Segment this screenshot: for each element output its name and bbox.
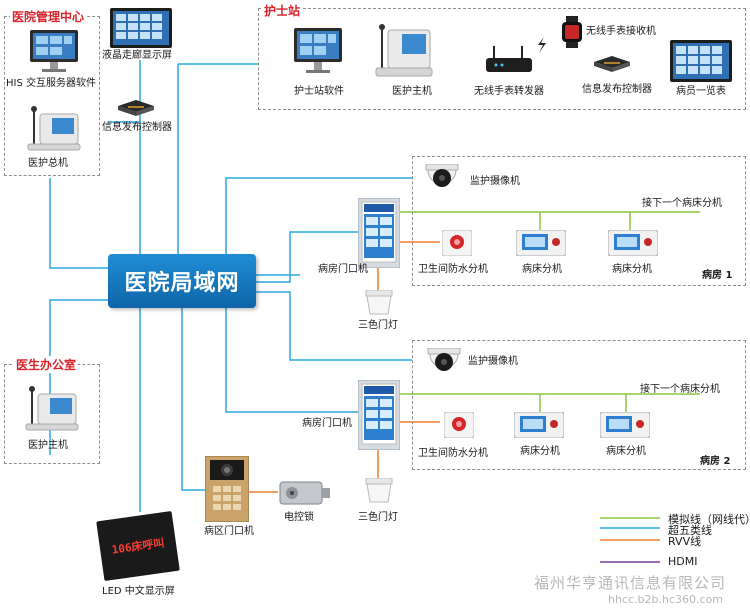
info-controller-right-label: 信息发布控制器 (582, 84, 652, 95)
led-display: 106床呼叫 (96, 511, 180, 581)
tricolor-lamp-1-label: 三色门灯 (358, 320, 398, 331)
bath-unit-2-label: 卫生间防水分机 (418, 448, 488, 459)
camera-2-label: 监护摄像机 (468, 356, 518, 367)
info-controller-left-icon (114, 98, 158, 122)
ward-1-label: 病房 1 (702, 270, 733, 281)
door-unit-2-label: 病房门口机 (302, 418, 352, 429)
bed-unit-2b-label: 病床分机 (606, 446, 646, 457)
electric-lock-label: 电控锁 (284, 512, 314, 523)
ward-1-zone (412, 156, 746, 286)
legend-hdmi-label: HDMI (668, 555, 698, 568)
bath-unit-2-icon (443, 411, 475, 442)
bath-unit-1-label: 卫生间防水分机 (418, 264, 488, 275)
door-unit-1-label: 病房门口机 (318, 264, 368, 275)
nurse-master-mgmt-label: 医护总机 (28, 158, 68, 169)
tricolor-lamp-2-label: 三色门灯 (358, 512, 398, 523)
nurse-host-icon (372, 22, 434, 84)
nurse-host-label: 医护主机 (392, 86, 432, 97)
management-zone-title: 医院管理中心 (10, 8, 87, 25)
ward-2-label: 病房 2 (700, 456, 731, 467)
camera-2-icon (426, 347, 462, 382)
nurse-station-zone (258, 8, 746, 110)
his-server-monitor-icon (28, 28, 80, 78)
watermark-company: 福州华亨通讯信息有限公司 (534, 574, 727, 592)
wireless-repeater-icon (484, 44, 534, 82)
nurse-station-zone-title: 护士站 (262, 2, 303, 19)
next-bed-1-label: 接下一个病床分机 (642, 198, 722, 209)
tricolor-lamp-1-icon (364, 289, 394, 320)
info-controller-left-label: 信息发布控制器 (102, 122, 172, 133)
legend-rvv-label: RVV线 (668, 535, 702, 548)
nurse-software-label: 护士站软件 (294, 86, 344, 97)
wireless-signal-icon (534, 36, 550, 58)
wireless-repeater-label: 无线手表转发器 (474, 86, 544, 97)
legend-analog-label: 模拟线（网线代） (668, 513, 750, 526)
zone-door-unit-label: 病区门口机 (204, 526, 254, 537)
led-display-label: LED 中文显示屏 (102, 586, 175, 597)
hospital-lan-hub: 医院局域网 (108, 254, 256, 308)
electric-lock-icon (278, 476, 332, 514)
lcd-corridor-screen-icon (110, 8, 172, 52)
bed-unit-2a-label: 病床分机 (520, 446, 560, 457)
doctor-office-zone-title: 医生办公室 (14, 356, 79, 373)
door-unit-1-icon (357, 197, 401, 272)
led-display-text: 106床呼叫 (110, 536, 166, 557)
next-bed-2-label: 接下一个病床分机 (640, 384, 720, 395)
bed-unit-1a-icon (515, 229, 567, 260)
doctor-host-label: 医护主机 (28, 440, 68, 451)
watch-receiver-icon (560, 16, 584, 52)
door-unit-2-icon (357, 379, 401, 454)
nurse-software-monitor-icon (292, 26, 344, 80)
bed-unit-1b-icon (607, 229, 659, 260)
patient-board-icon (670, 40, 732, 86)
ward-2-zone (412, 340, 746, 470)
bed-unit-1a-label: 病床分机 (522, 264, 562, 275)
bed-unit-2b-icon (599, 411, 651, 442)
bed-unit-2a-icon (513, 411, 565, 442)
watermark-site: hhcc.b2b.hc360.com (608, 593, 724, 606)
lcd-corridor-screen-label: 液晶走廊显示屏 (102, 50, 172, 61)
watch-receiver-label: 无线手表接收机 (586, 26, 656, 37)
patient-board-label: 病员一览表 (676, 86, 726, 97)
his-server-label: HIS 交互服务器软件 (6, 78, 96, 89)
legend-cat5e-label-visible: 超五类线 (668, 524, 712, 537)
hospital-lan-label: 医院局域网 (124, 271, 240, 296)
bath-unit-1-icon (441, 229, 473, 260)
camera-1-icon (424, 163, 460, 198)
tricolor-lamp-2-icon (364, 477, 394, 508)
rvv-lines (248, 241, 660, 541)
analog-lines (400, 211, 700, 519)
zone-door-unit-icon (204, 455, 250, 526)
info-controller-right-icon (590, 54, 634, 78)
doctor-host-icon (24, 384, 80, 436)
nurse-master-mgmt-icon (26, 104, 82, 156)
bed-unit-1b-label: 病床分机 (612, 264, 652, 275)
camera-1-label: 监护摄像机 (470, 176, 520, 187)
